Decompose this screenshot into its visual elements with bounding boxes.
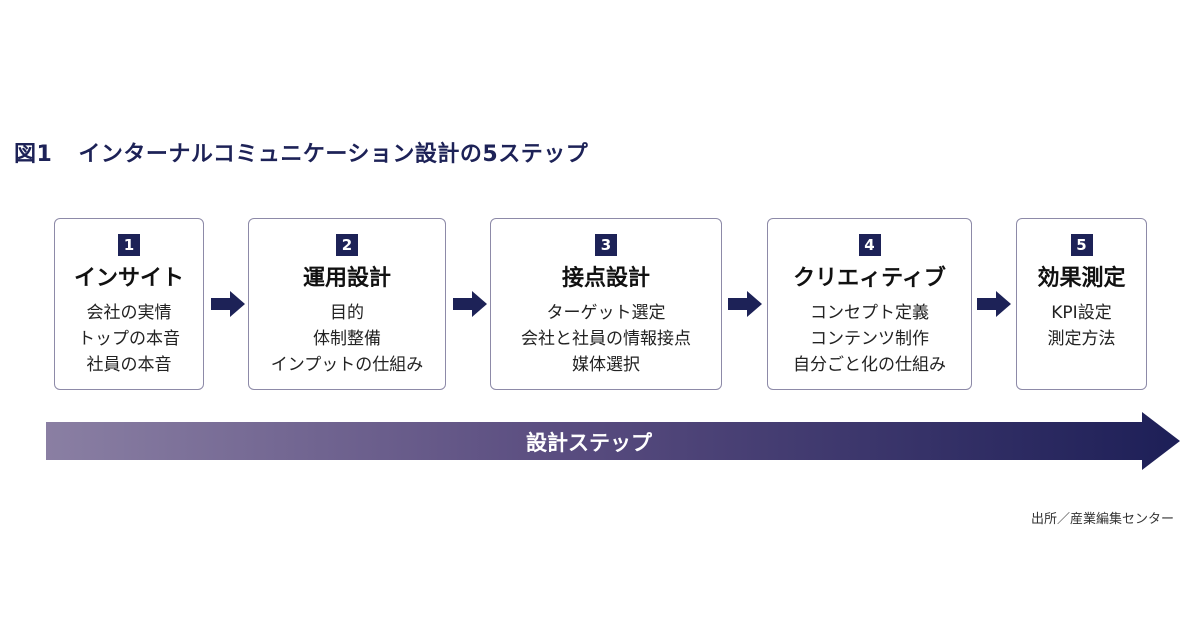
step-item: 目的 xyxy=(330,303,364,323)
step-item: 測定方法 xyxy=(1047,329,1116,349)
step-items: 会社の実情 トップの本音 社員の本音 xyxy=(55,300,203,378)
step-item: 会社の実情 xyxy=(86,303,172,323)
step-item: コンセプト定義 xyxy=(810,303,929,323)
step-items: KPI設定 測定方法 xyxy=(1017,300,1146,352)
right-arrow-icon xyxy=(211,291,245,317)
progress-arrow-label: 設計ステップ xyxy=(526,431,652,455)
step-item: 媒体選択 xyxy=(572,355,640,375)
step-number-badge: 4 xyxy=(858,234,881,256)
step-box-4: 4 クリエィティブ コンセプト定義 コンテンツ制作 自分ごと化の仕組み xyxy=(767,218,972,390)
progress-arrow xyxy=(46,412,1180,470)
step-item: KPI設定 xyxy=(1051,303,1112,323)
right-arrow-icon xyxy=(453,291,487,317)
step-items: 目的 体制整備 インプットの仕組み xyxy=(249,300,445,378)
step-number-badge: 1 xyxy=(118,234,140,256)
source-credit: 出所／産業編集センター xyxy=(1030,512,1174,527)
step-title: クリエィティブ xyxy=(793,266,946,291)
step-item: 自分ごと化の仕組み xyxy=(793,355,946,375)
step-number-badge: 5 xyxy=(1070,234,1093,256)
step-box-2: 2 運用設計 目的 体制整備 インプットの仕組み xyxy=(248,218,446,390)
figure-title: 図1 インターナルコミュニケーション設計の5ステップ xyxy=(14,136,588,168)
step-title: インサイト xyxy=(73,266,184,291)
step-box-3: 3 接点設計 ターゲット選定 会社と社員の情報接点 媒体選択 xyxy=(490,218,722,390)
step-title: 運用設計 xyxy=(302,266,391,291)
step-items: ターゲット選定 会社と社員の情報接点 媒体選択 xyxy=(491,300,721,378)
step-item: トップの本音 xyxy=(78,329,180,349)
right-arrow-icon xyxy=(977,291,1011,317)
step-item: 社員の本音 xyxy=(86,355,172,375)
right-arrow-icon xyxy=(728,291,762,317)
step-title: 接点設計 xyxy=(561,266,650,291)
step-number-badge: 2 xyxy=(336,234,358,256)
step-item: 会社と社員の情報接点 xyxy=(521,329,691,349)
step-items: コンセプト定義 コンテンツ制作 自分ごと化の仕組み xyxy=(768,300,971,378)
step-number-badge: 3 xyxy=(595,234,617,256)
step-title: 効果測定 xyxy=(1037,266,1126,291)
step-box-1: 1 インサイト 会社の実情 トップの本音 社員の本音 xyxy=(54,218,204,390)
step-item: コンテンツ制作 xyxy=(810,329,929,349)
step-box-5: 5 効果測定 KPI設定 測定方法 xyxy=(1016,218,1147,390)
step-item: ターゲット選定 xyxy=(546,303,666,323)
figure-number: 図1 xyxy=(14,142,53,167)
step-item: 体制整備 xyxy=(313,329,381,349)
step-item: インプットの仕組み xyxy=(270,355,424,375)
figure-title-text: インターナルコミュニケーション設計の5ステップ xyxy=(78,142,589,167)
